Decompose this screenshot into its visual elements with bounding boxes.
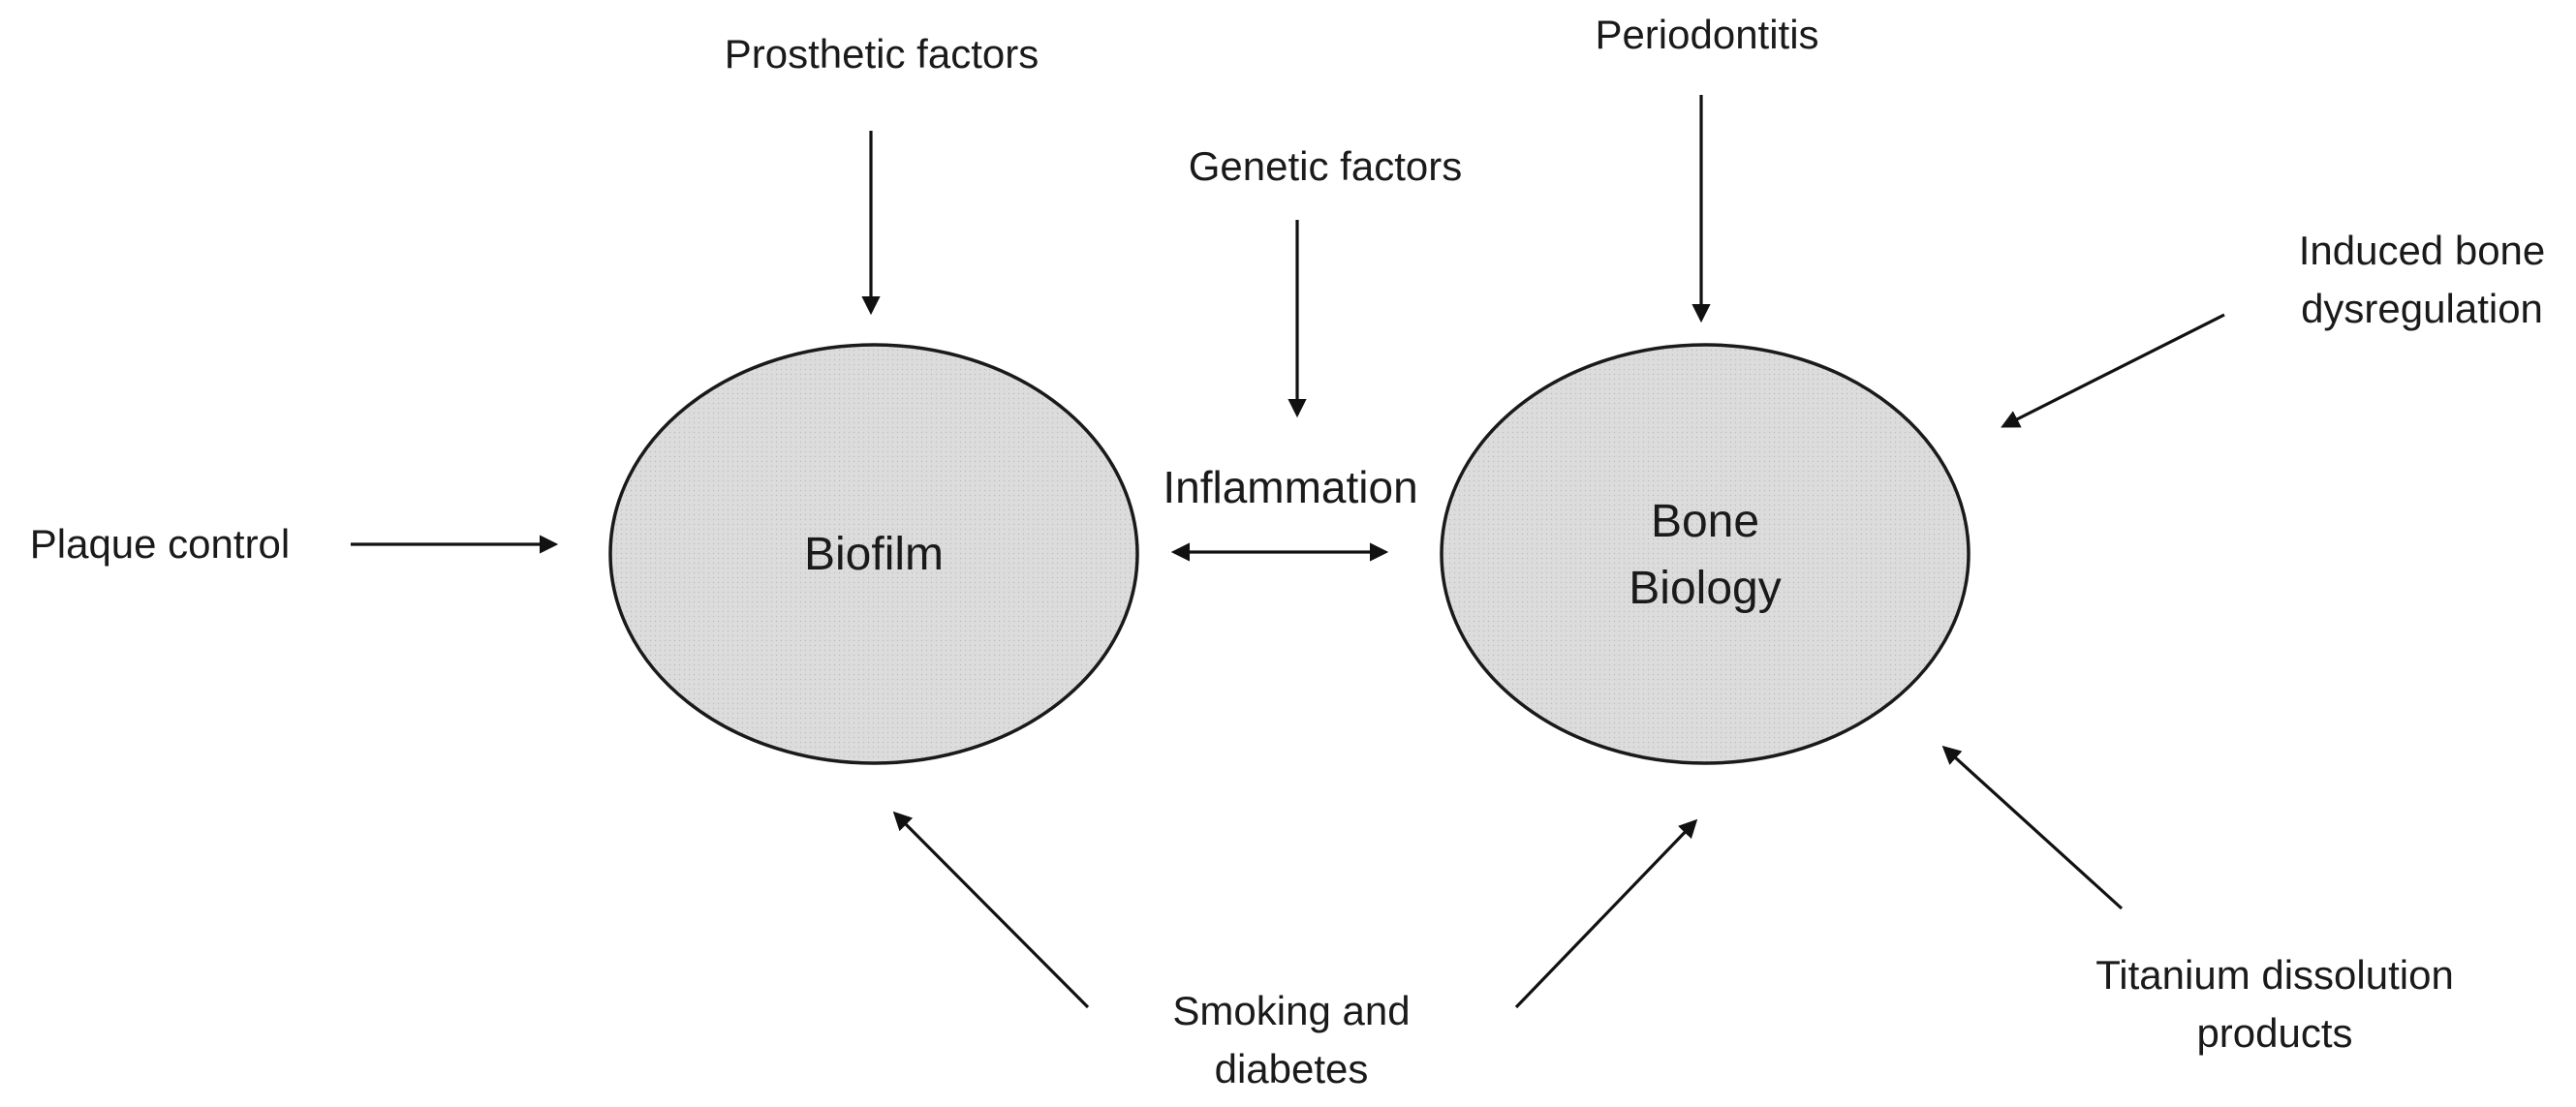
bone-biology-label-line1: Bone — [1651, 496, 1759, 547]
bone-biology-label-line2: Biology — [1629, 563, 1781, 614]
titanium-label-line1: Titanium dissolution — [2095, 952, 2454, 998]
smoking-to-biofilm-arrow — [892, 811, 1090, 1009]
smoking-to-bone-arrow — [1514, 818, 1698, 1009]
induced-bone-label-line1: Induced bone — [2299, 228, 2546, 273]
titanium-label-line2: products — [2196, 1010, 2352, 1056]
genetic-factors-label: Genetic factors — [1189, 143, 1462, 189]
smoking-diabetes-label-line1: Smoking and — [1172, 988, 1410, 1033]
periodontitis-label: Periodontitis — [1595, 12, 1818, 57]
induced-bone-label-line2: dysregulation — [2301, 286, 2543, 331]
titanium-arrow — [1941, 745, 2124, 910]
induced-bone-arrow — [2001, 313, 2225, 428]
plaque-control-label: Plaque control — [30, 521, 291, 567]
smoking-diabetes-label-line2: diabetes — [1215, 1046, 1369, 1092]
prosthetic-factors-label: Prosthetic factors — [725, 31, 1039, 77]
biofilm-label: Biofilm — [804, 529, 944, 580]
bone-biology-node — [1440, 343, 1971, 765]
biofilm-node — [608, 343, 1139, 765]
inflammation-label: Inflammation — [1163, 462, 1417, 512]
